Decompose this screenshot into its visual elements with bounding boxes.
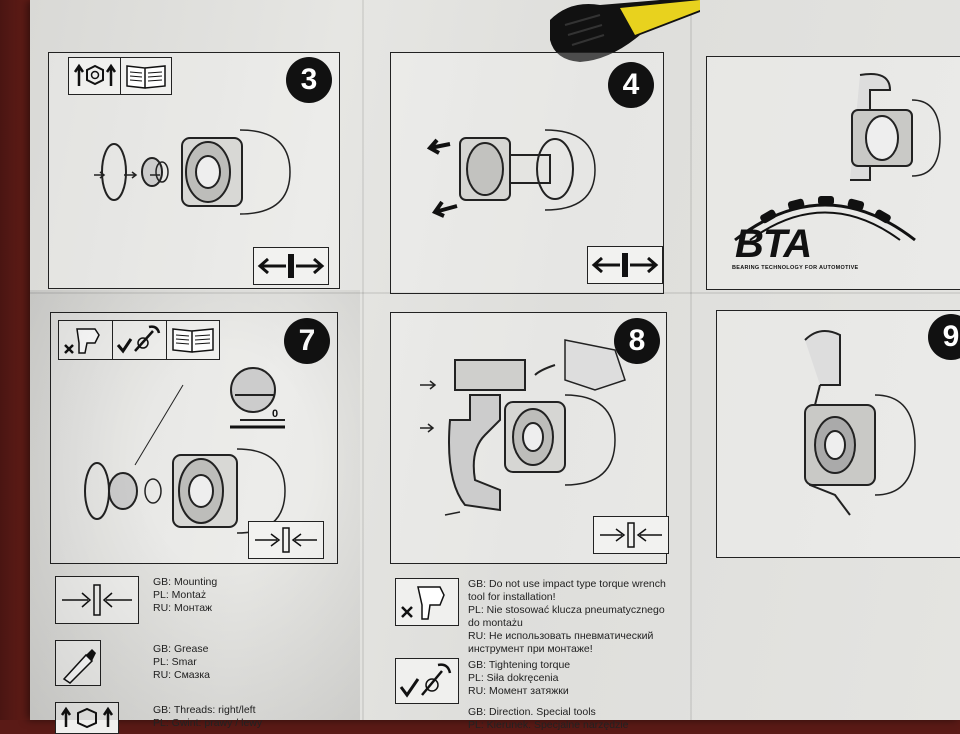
legend-gb: GB: Grease — [153, 643, 209, 655]
legend-gb: GB: Tightening torque — [468, 659, 571, 671]
brand-tagline: BEARING TECHNOLOGY FOR AUTOMOTIVE — [732, 265, 859, 271]
legend-pl: PL: Smar — [153, 656, 197, 668]
legend-ru-cont: инструмент при монтаже! — [468, 643, 593, 655]
direction-mount-box — [248, 521, 324, 559]
grease-legend-icon — [55, 640, 101, 686]
mount-legend-icon — [55, 576, 139, 624]
legend-pl: PL: Montaż — [153, 589, 207, 601]
mount-arrows-icon — [62, 584, 132, 616]
legend-ru: RU: Смазка — [153, 669, 211, 681]
torque-legend-icon — [395, 658, 459, 704]
manual-icon-box — [120, 57, 172, 95]
step-number-badge: 4 — [608, 62, 654, 108]
thread-icon-box — [68, 57, 122, 95]
legend-gb: GB: Threads: right/left — [153, 704, 256, 716]
legend-pl: PL: Kierunek. Specjalne narzędzie — [468, 719, 629, 731]
hub-removal-illustration — [426, 129, 596, 218]
legend-grease: GB: Grease PL: Smar RU: Смазка — [153, 643, 210, 682]
legend-threads: GB: Threads: right/left PL: Gwint: prawy… — [153, 704, 262, 730]
legend-ru: RU: Монтаж — [153, 602, 213, 614]
torque-wrench-icon — [399, 663, 452, 698]
logo-panel — [706, 56, 960, 290]
hub-bearing-illustration — [94, 129, 291, 215]
mount-arrows-icon — [600, 522, 662, 548]
legend-pl: PL: Siła dokręcenia — [468, 672, 559, 684]
legend-gb: GB: Do not use impact type torque wrench — [468, 578, 666, 590]
direction-mount-box — [593, 516, 669, 554]
brand-logo: BTA — [735, 222, 812, 266]
step-number-badge: 7 — [284, 318, 330, 364]
legend-no-impact: GB: Do not use impact type torque wrench… — [468, 578, 666, 656]
nut-arrows-icon — [73, 63, 117, 86]
legend-ru: RU: Не использовать пневматический — [468, 630, 654, 642]
dismount-arrows-icon — [591, 253, 659, 277]
torque-value-label: 0 — [272, 408, 279, 420]
no-impact-legend-icon — [395, 578, 459, 626]
threads-legend-icon — [55, 702, 119, 734]
step-number-badge: 9 — [928, 314, 960, 360]
direction-dismount-box — [253, 247, 329, 285]
mount-arrows-icon — [255, 527, 317, 553]
nut-arrows-icon — [60, 706, 114, 729]
legend-pl: PL: Nie stosować klucza pneumatycznego — [468, 604, 665, 616]
legend-gb-cont: tool for installation! — [468, 591, 556, 603]
torque-icon-box — [112, 320, 168, 360]
manual-book-icon — [126, 65, 166, 89]
fold-line — [690, 0, 692, 720]
manual-icon-box — [166, 320, 220, 360]
legend-gb: GB: Mounting — [153, 576, 218, 588]
grease-tube-icon — [62, 649, 96, 684]
legend-ru: RU: Момент затяжки — [468, 685, 569, 697]
no-impact-icon-box — [58, 320, 114, 360]
legend-pl-cont: do montażu — [468, 617, 523, 629]
bearing-arc-graphic — [734, 196, 916, 242]
caliper-mount-illustration — [420, 339, 626, 516]
legend-tightening-torque: GB: Tightening torque PL: Siła dokręceni… — [468, 659, 570, 698]
yellow-tool — [550, 0, 700, 62]
legend-direction: GB: Direction. Special tools PL: Kierune… — [468, 706, 629, 732]
hub-assembly-illustration — [804, 330, 916, 516]
legend-mounting: GB: Mounting PL: Montaż RU: Монтаж — [153, 576, 217, 615]
hub-illustration-right — [850, 73, 941, 181]
direction-dismount-box — [587, 246, 663, 284]
legend-pl: PL: Gwint: prawy / lewy — [153, 717, 263, 729]
impact-wrench-icon — [64, 328, 100, 354]
manual-book-icon — [172, 328, 214, 353]
step-number-badge: 3 — [286, 57, 332, 103]
torque-wrench-icon — [116, 325, 161, 354]
fold-line — [362, 0, 364, 720]
step-number-badge: 8 — [614, 318, 660, 364]
dismount-arrows-icon — [257, 254, 325, 278]
legend-gb: GB: Direction. Special tools — [468, 706, 596, 718]
impact-wrench-icon — [401, 586, 445, 620]
hub-mount-illustration — [84, 367, 286, 534]
